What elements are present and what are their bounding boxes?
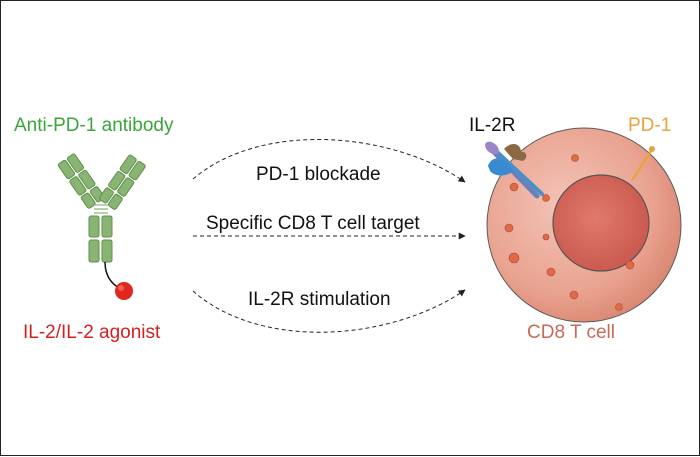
arrow-pd1-blockade — [192, 139, 466, 183]
arrow-label-specific-target: Specific CD8 T cell target — [206, 213, 420, 234]
antibody-icon — [57, 153, 146, 263]
arrow-label-pd1-blockade: PD-1 blockade — [256, 164, 381, 185]
pd1-label: PD-1 — [628, 115, 672, 136]
il2r-label: IL-2R — [469, 115, 516, 136]
arrow-label-il2r-stimulation: IL-2R stimulation — [248, 289, 391, 310]
cell-label: CD8 T cell — [527, 322, 615, 343]
arrow-il2r-stimulation — [192, 289, 466, 333]
pd1-receptor-icon — [631, 146, 655, 181]
il2r-receptor-icon — [485, 141, 544, 199]
agonist-label: IL-2/IL-2 agonist — [23, 322, 161, 343]
cd8-t-cell-icon — [486, 127, 682, 323]
il2-agonist-sphere — [115, 282, 133, 300]
antibody-label: Anti-PD-1 antibody — [14, 115, 174, 136]
